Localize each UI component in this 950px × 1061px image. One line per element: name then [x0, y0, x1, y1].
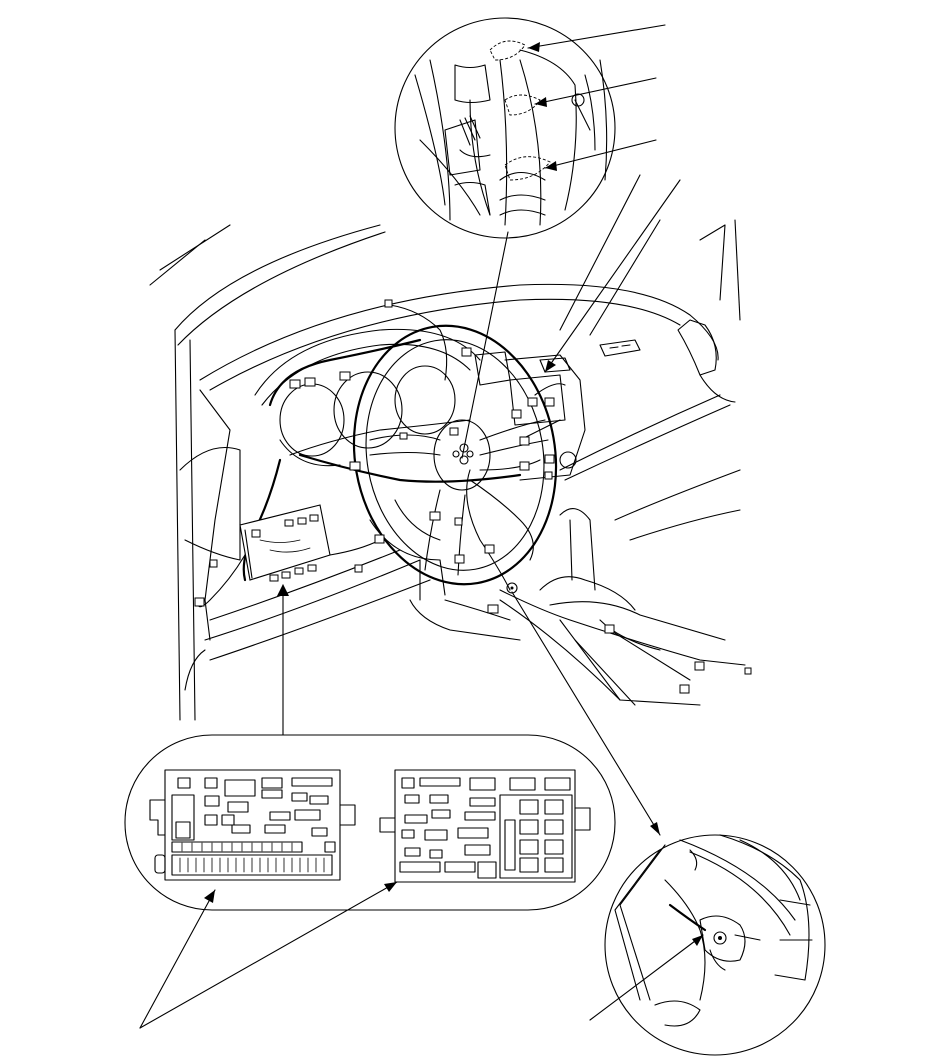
steering-column-inset	[394, 17, 616, 239]
inset-leader-line	[461, 231, 509, 459]
dashboard-overview	[149, 174, 752, 721]
fuse-block-left	[149, 769, 356, 881]
fuse-block-right	[379, 769, 591, 883]
fuse-box-inset	[124, 584, 616, 1029]
floor-ground-inset	[511, 591, 826, 1056]
callout-lines-top	[527, 24, 681, 373]
